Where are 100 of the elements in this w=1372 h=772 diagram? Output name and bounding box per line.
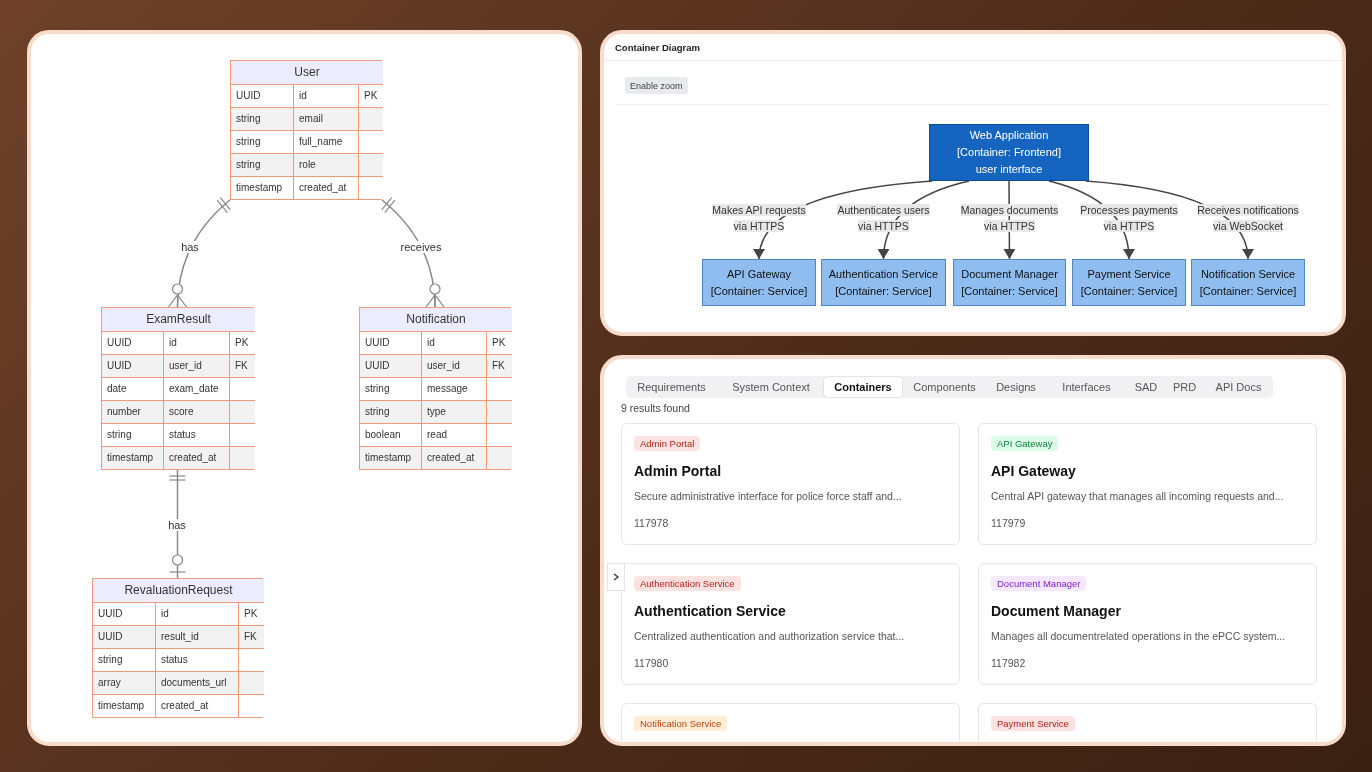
edge-label: has: [166, 519, 188, 531]
table-cell: string: [360, 401, 422, 424]
table-cell: user_id: [422, 355, 487, 378]
tab: Requirements: [626, 376, 717, 398]
table-cell: result_id: [156, 626, 239, 649]
table-cell: number: [102, 401, 164, 424]
table-cell: PK: [230, 332, 255, 355]
table-cell: UUID: [231, 85, 294, 108]
result-card: [978, 563, 1317, 685]
table-cell: id: [164, 332, 230, 355]
container-box: Document Manager [Container: Service]: [953, 259, 1066, 306]
tab: API Docs: [1204, 376, 1273, 398]
result-card: [621, 423, 960, 545]
id-number: 117980: [634, 657, 669, 669]
table-cell: PK: [359, 85, 383, 108]
card-title: Admin Portal: [634, 463, 722, 479]
entity-table: [101, 307, 254, 470]
table-cell: read: [422, 424, 487, 447]
result-card: [621, 563, 960, 685]
relationship-line: [168, 469, 187, 579]
result-count: 9 results found: [621, 402, 690, 414]
table-cell: string: [231, 108, 294, 131]
entity-table: [92, 578, 263, 718]
diagram-panel: [600, 30, 1346, 336]
table-header: User: [231, 61, 383, 85]
card-title: API Gateway: [991, 463, 1076, 479]
category-tag: Notification Service: [634, 716, 728, 731]
table-cell: timestamp: [102, 447, 164, 469]
table-cell: array: [93, 672, 156, 695]
table-cell: user_id: [164, 355, 230, 378]
table-cell: string: [231, 131, 294, 154]
table-cell: message: [422, 378, 487, 401]
table-cell: FK: [239, 626, 264, 649]
container-box: Authentication Service [Container: Service]: [821, 259, 946, 306]
category-tag: Document Manager: [991, 576, 1087, 591]
edge-label: has: [179, 241, 201, 253]
tab: Interfaces: [1046, 376, 1127, 398]
tab: PRD: [1165, 376, 1204, 398]
table-cell: type: [422, 401, 487, 424]
table-cell: score: [164, 401, 230, 424]
table-cell: full_name: [294, 131, 359, 154]
table-cell: FK: [487, 355, 512, 378]
category-tag: Payment Service: [991, 716, 1075, 731]
relationship-line: [167, 197, 232, 308]
zoom-button: Enable zoom: [625, 77, 688, 94]
panel-title: Container Diagram: [615, 42, 700, 53]
category-tag: Admin Portal: [634, 436, 701, 451]
table-cell: timestamp: [360, 447, 422, 469]
entity-table: [359, 307, 511, 470]
table-cell: UUID: [360, 332, 422, 355]
table-cell: string: [360, 378, 422, 401]
table-cell: PK: [239, 603, 264, 626]
relationship-line: [380, 197, 445, 308]
result-card: [621, 703, 960, 741]
category-tag: API Gateway: [991, 436, 1059, 451]
table-cell: role: [294, 154, 359, 177]
table-cell: boolean: [360, 424, 422, 447]
table-cell: id: [422, 332, 487, 355]
result-card: [978, 703, 1317, 741]
category-tag: Authentication Service: [634, 576, 741, 591]
tab: Designs: [986, 376, 1046, 398]
table-cell: string: [93, 649, 156, 672]
table-cell: status: [164, 424, 230, 447]
table-cell: documents_url: [156, 672, 239, 695]
container-box: Web Application [Container: Frontend] user interface: [929, 124, 1089, 181]
edge-label: receives: [398, 241, 444, 253]
entity-table: [230, 60, 382, 200]
table-cell: created_at: [422, 447, 487, 469]
table-cell: id: [294, 85, 359, 108]
container-box: API Gateway [Container: Service]: [702, 259, 816, 306]
card-description: Secure administrative interface for police force staff and...: [634, 490, 902, 502]
card-description: Centralized authentication and authorization service that...: [634, 630, 905, 642]
table-cell: UUID: [102, 355, 164, 378]
table-cell: created_at: [164, 447, 230, 469]
table-cell: UUID: [93, 626, 156, 649]
table-cell: string: [102, 424, 164, 447]
card-title: Document Manager: [991, 603, 1121, 619]
tab: Components: [903, 376, 986, 398]
table-cell: email: [294, 108, 359, 131]
table-cell: exam_date: [164, 378, 230, 401]
id-number: 117978: [634, 517, 669, 529]
table-cell: FK: [230, 355, 255, 378]
table-cell: UUID: [93, 603, 156, 626]
table-cell: string: [231, 154, 294, 177]
id-number: 117979: [991, 517, 1026, 529]
tab: Containers: [823, 376, 903, 398]
table-cell: id: [156, 603, 239, 626]
id-number: 117982: [991, 657, 1026, 669]
table-header: RevaluationRequest: [93, 579, 264, 603]
table-header: ExamResult: [102, 308, 255, 332]
table-cell: UUID: [102, 332, 164, 355]
card-title: Authentication Service: [634, 603, 786, 619]
container-box: Notification Service [Container: Service]: [1191, 259, 1305, 306]
table-cell: PK: [487, 332, 512, 355]
table-cell: date: [102, 378, 164, 401]
table-cell: status: [156, 649, 239, 672]
table-cell: UUID: [360, 355, 422, 378]
card-description: Central API gateway that manages all incoming requests and...: [991, 490, 1284, 502]
table-header: Notification: [360, 308, 512, 332]
card-description: Manages all documentrelated operations in the ePCC system...: [991, 630, 1286, 642]
